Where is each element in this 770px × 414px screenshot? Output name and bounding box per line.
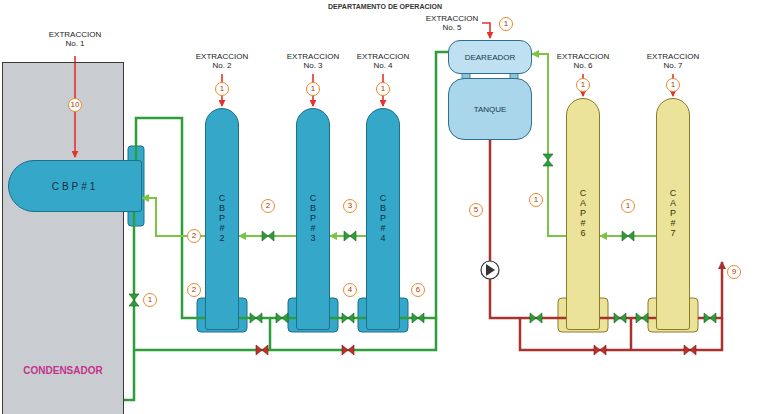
valve-symbol	[342, 345, 354, 355]
valve-symbol	[543, 154, 553, 166]
storage-tank: TANQUE	[448, 78, 532, 140]
valve-symbol	[342, 313, 354, 323]
extraction-label: EXTRACCION No. 6	[554, 52, 612, 70]
callout-number: 5	[469, 203, 483, 217]
heater-shell: CBP#2	[205, 108, 239, 330]
valve-symbol	[412, 313, 424, 323]
heater-shell: CBP#1	[8, 160, 142, 212]
extraction-label: EXTRACCION No. 1	[46, 30, 104, 48]
valve-symbol	[594, 345, 606, 355]
callout-number: 1	[143, 293, 157, 307]
node-text: CBP#2	[218, 194, 227, 243]
flow-line	[400, 52, 448, 318]
condenser-shell	[2, 62, 124, 414]
callout-number: 1	[576, 78, 590, 92]
valve-symbol	[530, 313, 542, 323]
flow-line	[532, 54, 566, 236]
node-text: CBP#4	[379, 194, 388, 243]
callout-number: 3	[343, 199, 357, 213]
callout-number: 9	[727, 265, 741, 279]
node-text: CAP#7	[669, 189, 678, 238]
extraction-label: EXTRACCION No. 7	[644, 52, 702, 70]
callout-number: 4	[343, 283, 357, 297]
valve-symbol	[622, 231, 634, 241]
callout-number: 1	[621, 199, 635, 213]
bypass-line	[520, 318, 722, 350]
node-text: CAP#6	[579, 189, 588, 238]
callout-number: 1	[306, 82, 320, 96]
valve-symbol	[256, 345, 268, 355]
node-text: TANQUE	[474, 105, 507, 114]
valve-symbol	[276, 313, 288, 323]
callout-number: 2	[261, 199, 275, 213]
flow-line	[136, 118, 205, 318]
flow-line	[490, 140, 566, 318]
heater-shell: CBP#4	[366, 108, 400, 330]
callout-number: 1	[529, 193, 543, 207]
valve-symbol	[344, 231, 356, 241]
deaerator-box: DEAREADOR	[448, 40, 532, 74]
callout-number: 6	[411, 283, 425, 297]
heater-shell: CAP#6	[566, 98, 600, 330]
valve-symbol	[614, 313, 626, 323]
extraction-line	[482, 23, 490, 38]
valve-symbol	[684, 345, 696, 355]
callout-number: 10	[68, 98, 82, 112]
callout-number: 2	[187, 283, 201, 297]
extraction-label: EXTRACCION No. 3	[284, 52, 342, 70]
valve-symbol	[704, 313, 716, 323]
valve-symbol	[250, 313, 262, 323]
valve-symbol	[129, 294, 139, 306]
callout-number: 2	[187, 229, 201, 243]
node-text: DEAREADOR	[465, 53, 516, 62]
extraction-label: EXTRACCION No. 5	[424, 14, 480, 32]
callout-number: 1	[499, 17, 513, 31]
node-text: CONDENSADOR	[23, 365, 102, 376]
callout-number: 1	[666, 78, 680, 92]
pump-symbol	[481, 261, 499, 279]
node-text: CBP#1	[52, 181, 99, 192]
extraction-label: EXTRACCION No. 2	[193, 52, 251, 70]
feedwater-outlet	[698, 262, 722, 318]
condenser-box: CONDENSADOR	[2, 62, 124, 414]
extraction-label: EXTRACCION No. 4	[354, 52, 412, 70]
pump-symbol	[486, 264, 495, 276]
node-text: CBP#3	[309, 194, 318, 243]
callout-number: 1	[376, 82, 390, 96]
valve-symbol	[636, 313, 648, 323]
heater-shell: CBP#3	[296, 108, 330, 330]
diagram-title: DEPARTAMENTO DE OPERACION	[328, 3, 442, 10]
heater-shell: CAP#7	[656, 98, 690, 330]
valve-symbol	[262, 231, 274, 241]
callout-number: 1	[215, 82, 229, 96]
